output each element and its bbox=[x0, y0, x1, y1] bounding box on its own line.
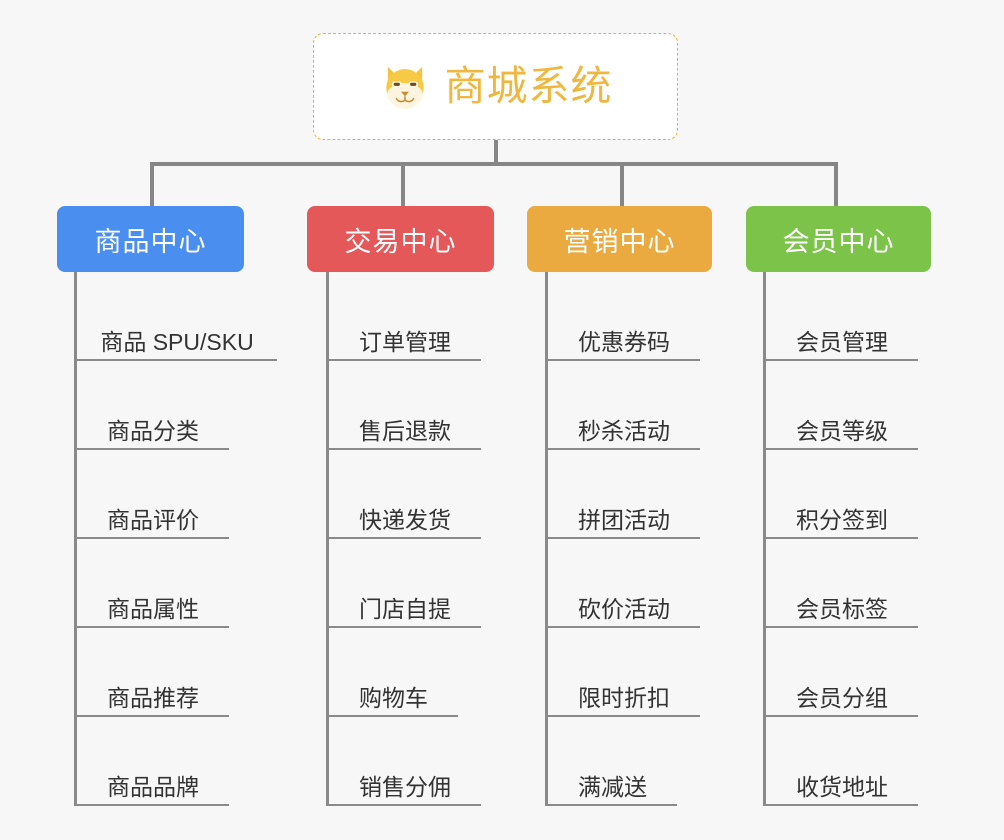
leaf-item[interactable]: 商品属性 bbox=[77, 539, 229, 628]
leaf-item[interactable]: 收货地址 bbox=[766, 717, 918, 806]
root-title: 商城系统 bbox=[444, 63, 613, 109]
leaf-item[interactable]: 售后退款 bbox=[329, 361, 481, 450]
leaf-label: 购物车 bbox=[359, 684, 428, 711]
leaf-label: 售后退款 bbox=[359, 417, 451, 444]
leaf-item[interactable]: 限时折扣 bbox=[548, 628, 700, 717]
leaf-label: 快递发货 bbox=[359, 506, 451, 533]
leaf-item[interactable]: 拼团活动 bbox=[548, 450, 700, 539]
category-header-3[interactable]: 营销中心 bbox=[527, 206, 712, 272]
leaf-item[interactable]: 会员标签 bbox=[766, 539, 918, 628]
leaf-label: 订单管理 bbox=[359, 328, 451, 355]
leaf-label: 门店自提 bbox=[359, 595, 451, 622]
leaf-label: 商品属性 bbox=[107, 595, 199, 622]
leaf-label: 收货地址 bbox=[796, 773, 888, 800]
leaf-label: 限时折扣 bbox=[578, 684, 670, 711]
leaf-item[interactable]: 商品 SPU/SKU bbox=[77, 272, 277, 361]
column-trunk-1 bbox=[74, 272, 77, 806]
category-label-2: 交易中心 bbox=[344, 226, 457, 257]
leaf-item[interactable]: 商品品牌 bbox=[77, 717, 229, 806]
leaf-item[interactable]: 快递发货 bbox=[329, 450, 481, 539]
leaf-item[interactable]: 购物车 bbox=[329, 628, 458, 717]
leaf-label: 砍价活动 bbox=[578, 595, 670, 622]
leaf-item[interactable]: 秒杀活动 bbox=[548, 361, 700, 450]
column-trunk-2 bbox=[326, 272, 329, 806]
leaf-label: 拼团活动 bbox=[578, 506, 670, 533]
leaf-item[interactable]: 积分签到 bbox=[766, 450, 918, 539]
leaf-item[interactable]: 会员等级 bbox=[766, 361, 918, 450]
leaf-label: 销售分佣 bbox=[359, 773, 451, 800]
leaf-label: 秒杀活动 bbox=[578, 417, 670, 444]
connector-root-stem bbox=[494, 140, 498, 166]
leaf-item[interactable]: 订单管理 bbox=[329, 272, 481, 361]
leaf-item[interactable]: 商品分类 bbox=[77, 361, 229, 450]
leaf-label: 商品评价 bbox=[107, 506, 199, 533]
category-header-1[interactable]: 商品中心 bbox=[57, 206, 244, 272]
leaf-label: 会员标签 bbox=[796, 595, 888, 622]
leaf-item[interactable]: 满减送 bbox=[548, 717, 677, 806]
connector-drop-2 bbox=[401, 162, 405, 206]
category-header-2[interactable]: 交易中心 bbox=[307, 206, 494, 272]
leaf-label: 商品品牌 bbox=[107, 773, 199, 800]
leaf-label: 商品 SPU/SKU bbox=[100, 328, 254, 355]
leaf-item[interactable]: 会员管理 bbox=[766, 272, 918, 361]
category-label-4: 会员中心 bbox=[782, 226, 895, 257]
leaf-item[interactable]: 商品评价 bbox=[77, 450, 229, 539]
leaf-item[interactable]: 砍价活动 bbox=[548, 539, 700, 628]
leaf-item[interactable]: 销售分佣 bbox=[329, 717, 481, 806]
category-label-3: 营销中心 bbox=[563, 226, 676, 257]
leaf-item[interactable]: 商品推荐 bbox=[77, 628, 229, 717]
column-trunk-4 bbox=[763, 272, 766, 806]
leaf-label: 满减送 bbox=[578, 773, 647, 800]
leaf-item[interactable]: 优惠券码 bbox=[548, 272, 700, 361]
column-trunk-3 bbox=[545, 272, 548, 806]
connector-horizontal-bus bbox=[150, 162, 838, 166]
leaf-label: 商品分类 bbox=[107, 417, 199, 444]
connector-drop-1 bbox=[150, 162, 154, 206]
connector-drop-3 bbox=[620, 162, 624, 206]
shiba-dog-face-icon bbox=[379, 62, 431, 112]
leaf-label: 积分签到 bbox=[796, 506, 888, 533]
leaf-label: 会员分组 bbox=[796, 684, 888, 711]
category-label-1: 商品中心 bbox=[94, 226, 207, 257]
leaf-label: 优惠券码 bbox=[578, 328, 670, 355]
category-header-4[interactable]: 会员中心 bbox=[746, 206, 931, 272]
leaf-label: 商品推荐 bbox=[107, 684, 199, 711]
leaf-label: 会员管理 bbox=[796, 328, 888, 355]
leaf-item[interactable]: 会员分组 bbox=[766, 628, 918, 717]
root-node[interactable]: 商城系统 bbox=[313, 33, 678, 140]
connector-drop-4 bbox=[834, 162, 838, 206]
leaf-label: 会员等级 bbox=[796, 417, 888, 444]
leaf-item[interactable]: 门店自提 bbox=[329, 539, 481, 628]
